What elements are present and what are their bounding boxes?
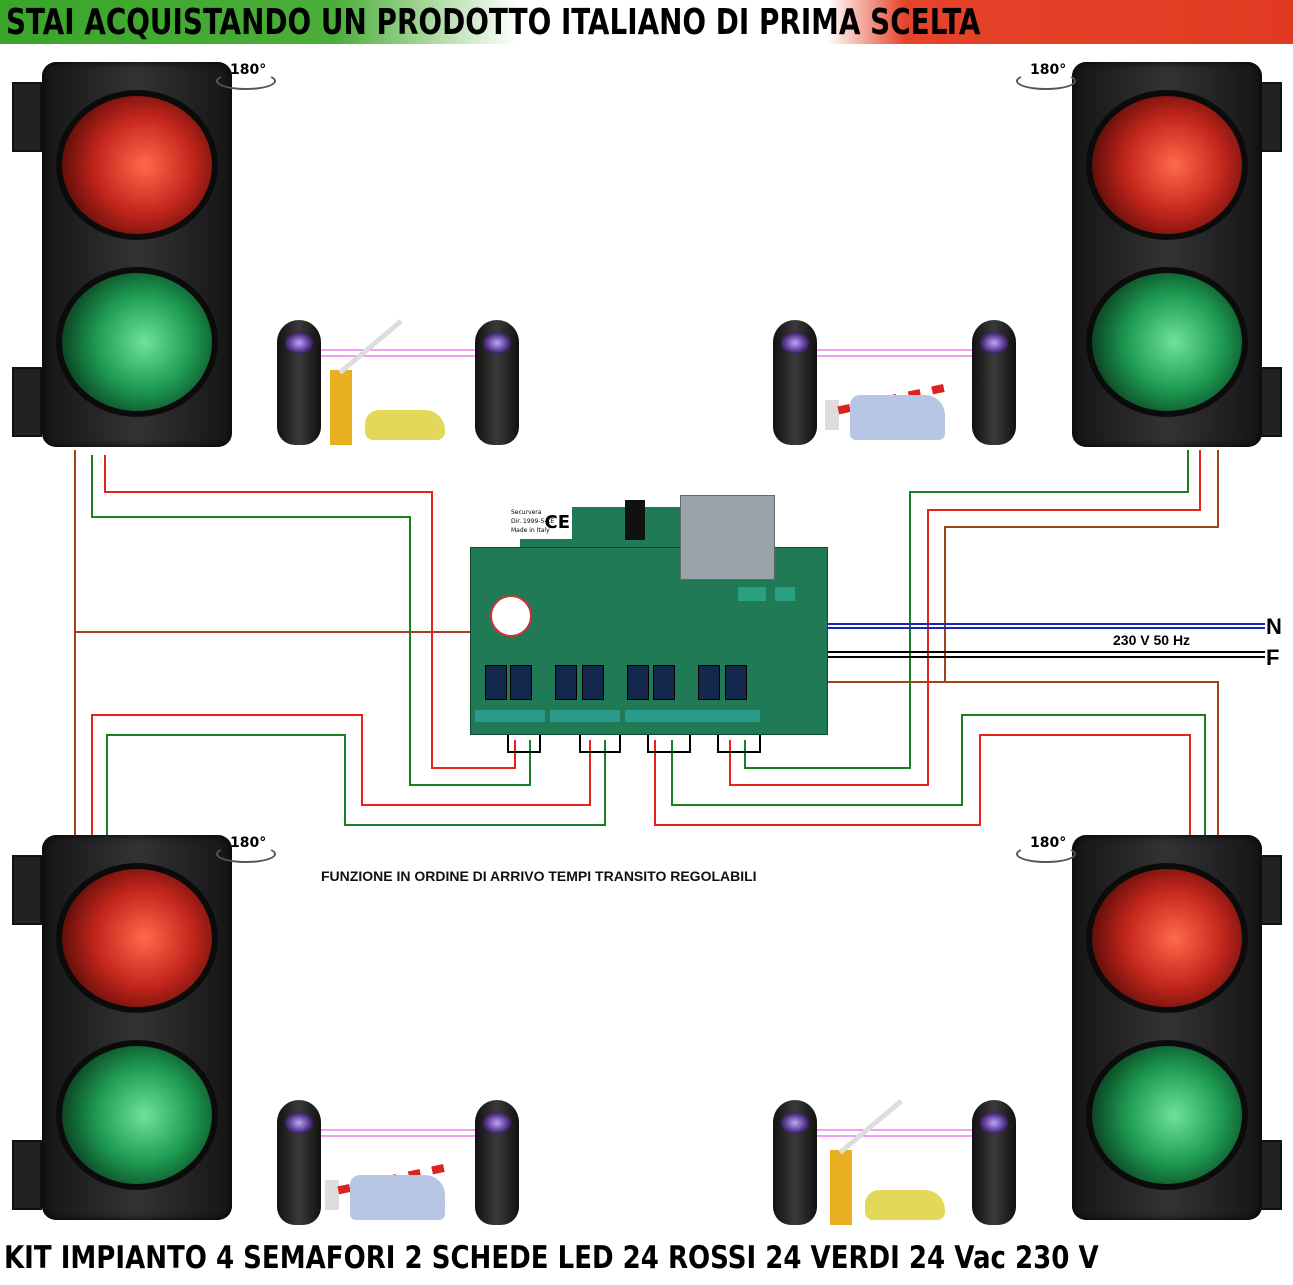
transformer bbox=[680, 495, 775, 580]
green-lamp bbox=[1086, 267, 1248, 417]
wire-brown-br bbox=[945, 681, 1219, 835]
wire-blue-n1 bbox=[794, 605, 1265, 625]
red-lamp bbox=[56, 863, 218, 1013]
photocell-sensor bbox=[475, 1100, 519, 1225]
wire-red-tr bbox=[729, 450, 1201, 786]
wire-green-bl bbox=[106, 734, 606, 835]
brand-logo bbox=[490, 595, 532, 637]
wire-green-tr bbox=[744, 450, 1189, 769]
top-banner: STAI ACQUISTANDO UN PRODOTTO ITALIANO DI… bbox=[0, 0, 1293, 44]
traffic-light-bottom-left bbox=[12, 835, 252, 1220]
footer-title: KIT IMPIANTO 4 SEMAFORI 2 SCHEDE LED 24 … bbox=[4, 1240, 1099, 1276]
rotation-180-icon: 180° bbox=[1015, 62, 1077, 90]
photocell-sensor bbox=[277, 1100, 321, 1225]
photocell-sensor bbox=[773, 1100, 817, 1225]
barrier-car-illustration bbox=[825, 365, 975, 465]
green-lamp bbox=[56, 1040, 218, 1190]
green-lamp bbox=[56, 267, 218, 417]
red-lamp bbox=[1086, 90, 1248, 240]
barrier-car-illustration bbox=[325, 1145, 475, 1245]
photocell-sensor bbox=[277, 320, 321, 445]
photocell-sensor bbox=[972, 1100, 1016, 1225]
wire-red-tl bbox=[104, 455, 516, 769]
function-description: FUNZIONE IN ORDINE DI ARRIVO TEMPI TRANS… bbox=[321, 868, 757, 884]
traffic-light-top-left bbox=[12, 62, 252, 447]
traffic-light-bottom-right bbox=[1042, 835, 1282, 1220]
power-spec: 230 V 50 Hz bbox=[1113, 632, 1191, 648]
photocell-sensor bbox=[773, 320, 817, 445]
phase-label: F bbox=[1266, 645, 1280, 670]
wire-green-tl bbox=[91, 455, 531, 786]
neutral-label: N bbox=[1266, 614, 1282, 639]
wire-green-br bbox=[671, 714, 1206, 835]
photocell-sensor bbox=[475, 320, 519, 445]
barrier-car-illustration bbox=[325, 319, 475, 445]
ce-mark: CE bbox=[544, 512, 570, 533]
red-lamp bbox=[1086, 863, 1248, 1013]
red-lamp bbox=[56, 90, 218, 240]
rotation-180-icon: 180° bbox=[1015, 835, 1077, 863]
rotation-180-icon: 180° bbox=[215, 835, 277, 863]
wire-red-br bbox=[654, 734, 1191, 835]
green-lamp bbox=[1086, 1040, 1248, 1190]
traffic-light-top-right bbox=[1042, 62, 1282, 447]
banner-text: STAI ACQUISTANDO UN PRODOTTO ITALIANO DI… bbox=[6, 2, 981, 43]
wire-red-bl bbox=[91, 714, 591, 835]
rotation-180-icon: 180° bbox=[215, 62, 277, 90]
photocell-sensor bbox=[972, 320, 1016, 445]
barrier-car-illustration bbox=[825, 1099, 975, 1225]
wire-black-f2 bbox=[779, 605, 1265, 658]
